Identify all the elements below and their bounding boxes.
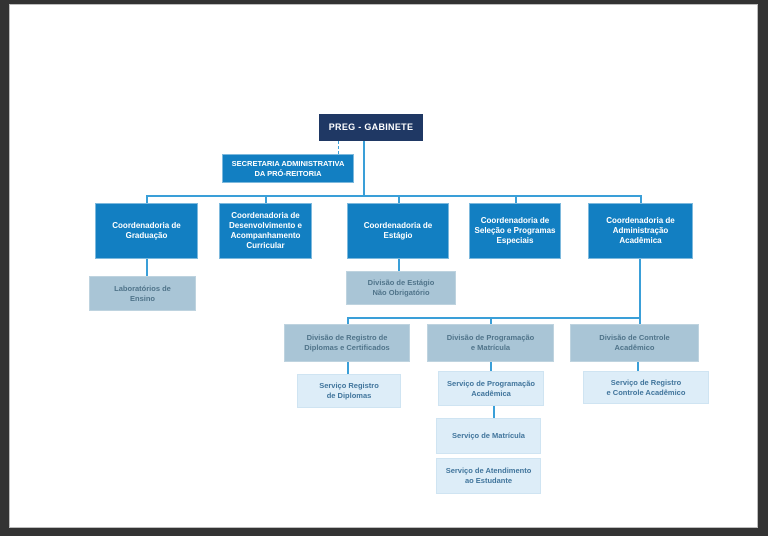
org-node-coordenadoria-administracao: Coordenadoria de Administração Acadêmica bbox=[588, 203, 693, 259]
connector-programacao-matricula bbox=[493, 406, 495, 418]
org-node-secretaria-administrativa: SECRETARIA ADMINISTRATIVA DA PRÓ-REITORI… bbox=[222, 154, 354, 183]
connector-tick-div-registro bbox=[347, 317, 349, 324]
org-node-divisao-registro-diplomas: Divisão de Registro de Diplomas e Certif… bbox=[284, 324, 410, 362]
connector-root-secretariat-dashed bbox=[338, 141, 339, 154]
org-node-coordenadoria-selecao: Coordenadoria de Seleção e Programas Esp… bbox=[469, 203, 561, 259]
org-node-preg-gabinete: PREG - GABINETE bbox=[319, 114, 423, 141]
connector-estagio-divisao bbox=[398, 259, 400, 271]
connector-divisoes-horizontal bbox=[347, 317, 640, 319]
org-node-divisao-controle-academico: Divisão de Controle Acadêmico bbox=[570, 324, 699, 362]
org-node-divisao-programacao-matricula: Divisão de Programação e Matrícula bbox=[427, 324, 554, 362]
connector-administracao-stem bbox=[639, 259, 641, 324]
org-node-coordenadoria-desenvolvimento: Coordenadoria de Desenvolvimento e Acomp… bbox=[219, 203, 312, 259]
connector-tick-administracao bbox=[640, 195, 642, 203]
org-node-servico-programacao-academica: Serviço de Programação Acadêmica bbox=[438, 371, 544, 406]
org-node-divisao-estagio-nao-obrigatorio: Divisão de Estágio Não Obrigatório bbox=[346, 271, 456, 305]
org-node-servico-atendimento-estudante: Serviço de Atendimento ao Estudante bbox=[436, 458, 541, 494]
org-node-coordenadoria-estagio: Coordenadoria de Estágio bbox=[347, 203, 449, 259]
connector-registro-servico bbox=[347, 362, 349, 374]
connector-root-stem bbox=[363, 141, 365, 195]
connector-tick-selecao bbox=[515, 195, 517, 203]
connector-controle-servico bbox=[637, 362, 639, 371]
org-node-servico-registro-diplomas: Serviço Registro de Diplomas bbox=[297, 374, 401, 408]
connector-graduacao-laboratorios bbox=[146, 259, 148, 276]
org-chart-page: PREG - GABINETE SECRETARIA ADMINISTRATIV… bbox=[9, 4, 758, 528]
connector-tick-desenvolvimento bbox=[265, 195, 267, 203]
org-node-servico-matricula: Serviço de Matrícula bbox=[436, 418, 541, 454]
connector-tick-div-programacao bbox=[490, 317, 492, 324]
org-node-servico-registro-controle: Serviço de Registro e Controle Acadêmico bbox=[583, 371, 709, 404]
connector-level1-horizontal bbox=[146, 195, 641, 197]
org-node-laboratorios-ensino: Laboratórios de Ensino bbox=[89, 276, 196, 311]
org-node-coordenadoria-graduacao: Coordenadoria de Graduação bbox=[95, 203, 198, 259]
connector-tick-estagio bbox=[398, 195, 400, 203]
connector-programacao-servico bbox=[490, 362, 492, 371]
connector-tick-graduacao bbox=[146, 195, 148, 203]
